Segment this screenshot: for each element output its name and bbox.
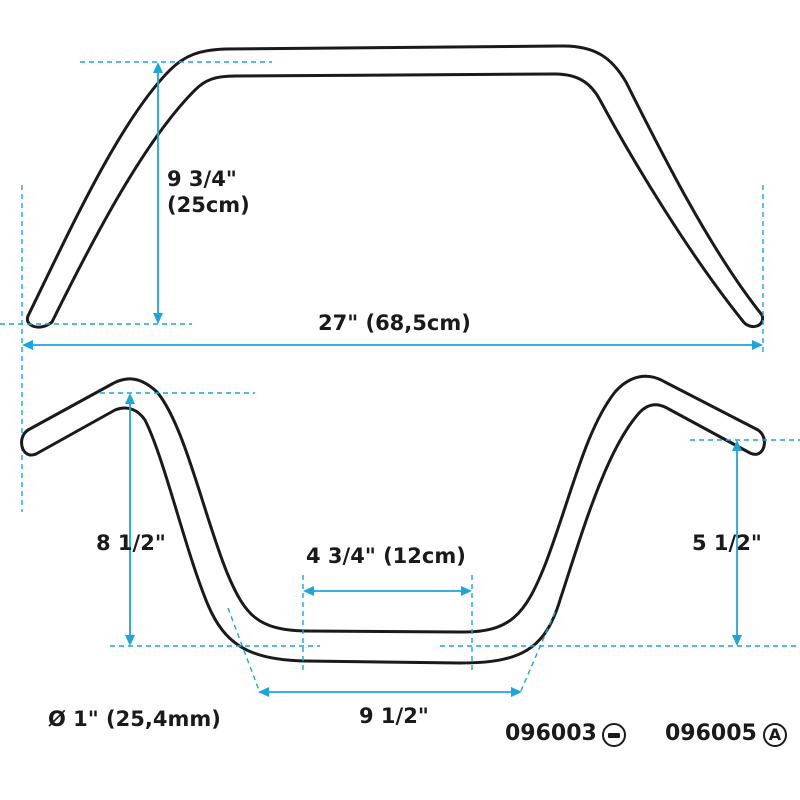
overall-width-label: 27" (68,5cm) (318, 311, 471, 335)
overall-width-arrow-left (22, 340, 33, 350)
top-height-inches: 9 3/4" (167, 167, 237, 191)
bottom-handlebar-outer-edge (26, 374, 760, 634)
diameter-label: Ø 1" (25,4mm) (48, 707, 221, 731)
bottom-span-arrow-left (258, 687, 269, 697)
top-height-metric: (25cm) (167, 193, 250, 218)
bottom-handlebar-inner-edge (34, 403, 752, 665)
center-width-label: 4 3/4" (12cm) (306, 544, 466, 568)
bottom-handlebar-right-end-cap (748, 428, 766, 456)
top-handlebar (25, 44, 765, 329)
top-height-label: 9 3/4" (25cm) (167, 166, 250, 219)
center-width-arrow-left (303, 586, 314, 596)
overall-width-arrow-right (752, 340, 763, 350)
bottom-span-arrow-right (511, 687, 522, 697)
part-number-2: 096005 (665, 721, 757, 746)
top-handlebar-inner-edge (50, 72, 744, 324)
center-width-arrow-right (461, 586, 472, 596)
top-handlebar-right-end-cap (740, 313, 765, 329)
bottom-handlebar (20, 374, 766, 665)
bottom-handlebar-left-end-cap (20, 428, 38, 457)
part-number-1: 096003 (505, 721, 597, 746)
letter-a-circle-icon: A (763, 723, 787, 747)
top-handlebar-left-end-cap (25, 314, 54, 329)
top-handlebar-outer-edge (26, 44, 764, 318)
top-height-arrow-down (153, 313, 163, 324)
rise-arrow-down (125, 635, 135, 646)
pullback-arrow-up (732, 440, 742, 451)
minus-circle-icon (602, 723, 626, 747)
pullback-label: 5 1/2" (692, 531, 762, 555)
rise-arrow-up (125, 393, 135, 404)
top-height-arrow-up (153, 62, 163, 73)
rise-label: 8 1/2" (96, 531, 166, 555)
pullback-arrow-down (732, 635, 742, 646)
bend-left-reference-line (227, 607, 261, 694)
bottom-span-label: 9 1/2" (359, 704, 429, 728)
bend-right-reference-line (519, 611, 556, 694)
